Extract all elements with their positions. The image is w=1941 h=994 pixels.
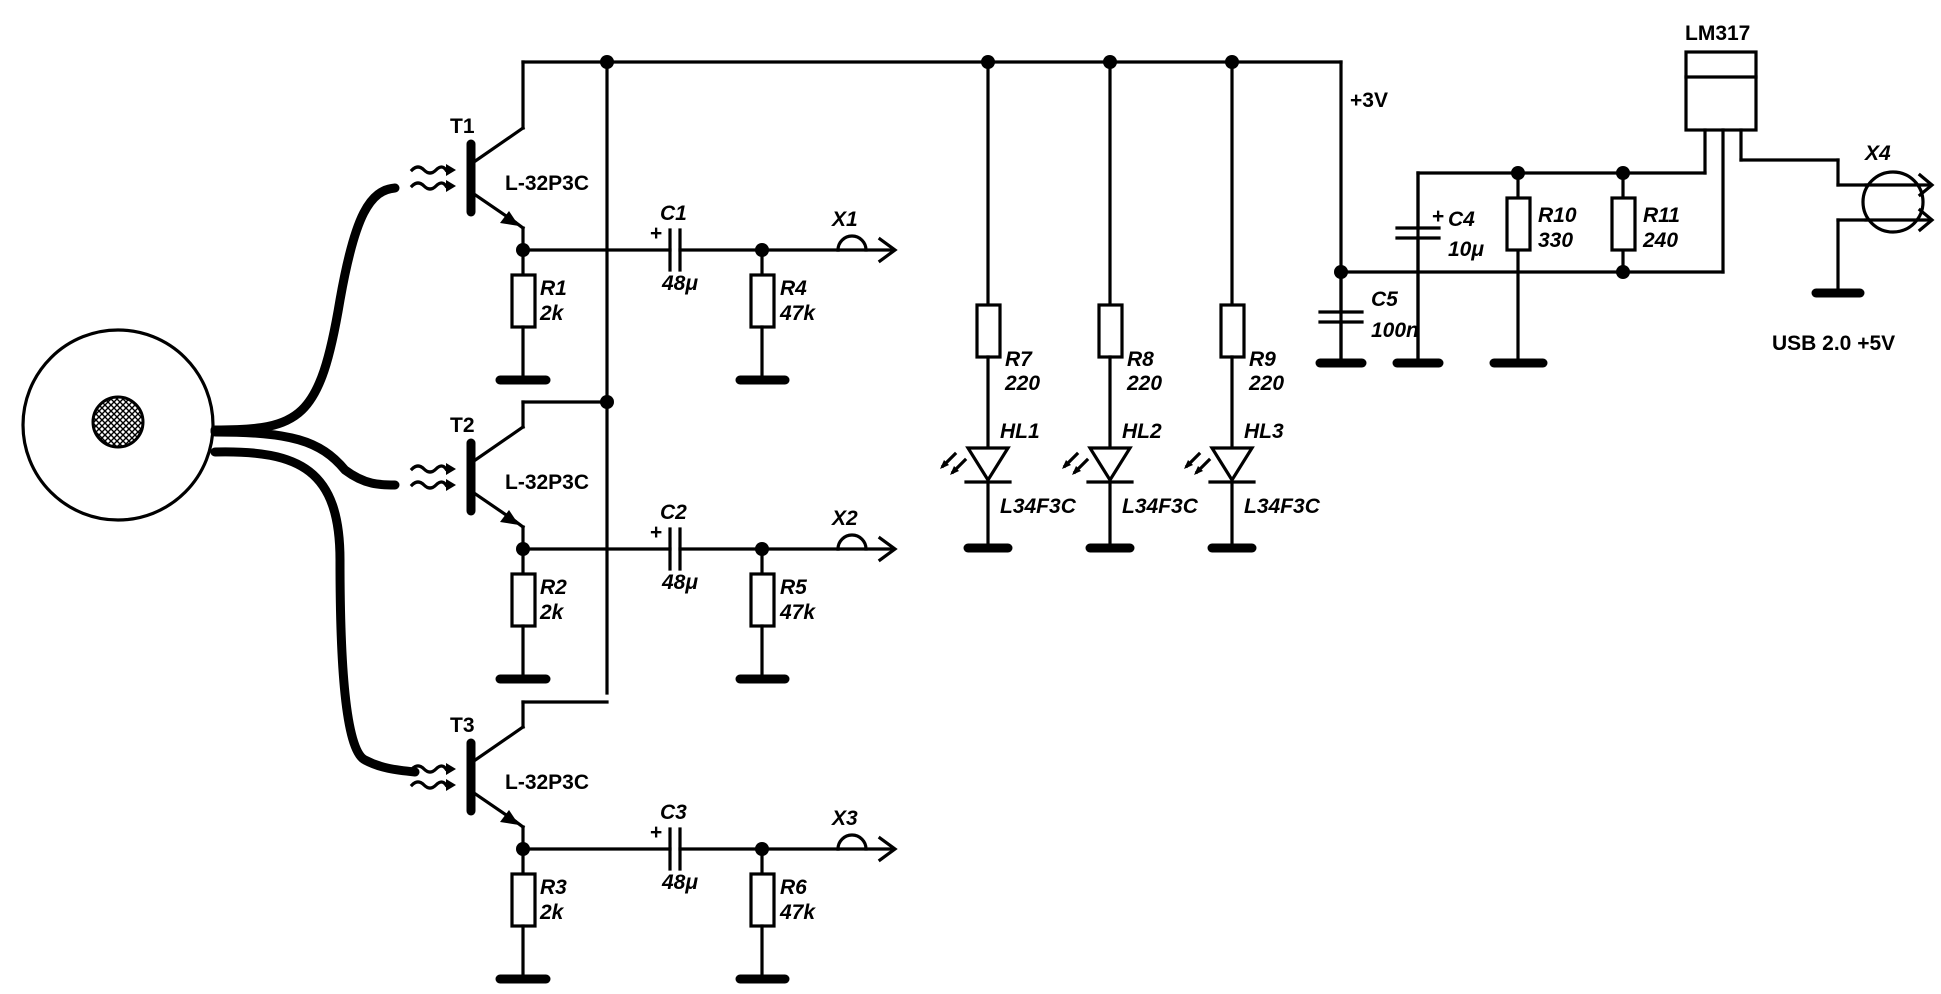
usb-connector-x4: X4 xyxy=(1811,142,1935,298)
svg-text:+: + xyxy=(650,521,662,544)
resistor-r10: R10 330 xyxy=(1489,196,1577,368)
sensor-disc xyxy=(21,328,215,522)
resistor-r8 xyxy=(1097,303,1124,359)
svg-text:X4: X4 xyxy=(1864,142,1891,165)
svg-text:220: 220 xyxy=(1248,372,1284,395)
svg-text:+: + xyxy=(1432,205,1444,228)
supply-rail xyxy=(521,60,1343,695)
svg-text:R5: R5 xyxy=(780,576,807,599)
t-part-label: L-32P3C xyxy=(505,172,589,195)
capacitor-c5: C5 100n xyxy=(1315,270,1419,368)
connector-x2: X2 xyxy=(831,507,898,563)
svg-text:330: 330 xyxy=(1538,229,1573,252)
svg-text:R7: R7 xyxy=(1005,348,1033,371)
svg-text:X3: X3 xyxy=(831,807,858,830)
svg-text:100n: 100n xyxy=(1371,319,1419,342)
svg-text:10μ: 10μ xyxy=(1448,238,1484,261)
capacitor-c2: +C2 48μ xyxy=(650,501,698,594)
svg-text:R2: R2 xyxy=(540,576,567,599)
svg-text:C2: C2 xyxy=(660,501,687,524)
regulator-section: LM317 C5 100n + C4 10μ R10 xyxy=(1315,22,1935,368)
capacitor-c3: +C3 48μ xyxy=(650,801,698,894)
svg-text:48μ: 48μ xyxy=(661,272,698,295)
svg-text:R8: R8 xyxy=(1127,348,1154,371)
svg-text:48μ: 48μ xyxy=(661,571,698,594)
led-branches: R7220HL1L34F3CR8220HL2L34F3CR9220HL3L34F… xyxy=(940,55,1321,553)
t-ref-label: T1 xyxy=(450,115,475,138)
svg-text:47k: 47k xyxy=(779,901,816,924)
svg-text:C5: C5 xyxy=(1371,288,1398,311)
optical-fibers xyxy=(210,183,420,777)
svg-text:HL1: HL1 xyxy=(1000,420,1040,443)
transistor-t3: T3L-32P3C xyxy=(409,700,609,851)
resistor-r11: R11 240 xyxy=(1610,196,1680,252)
connector-x1: X1 xyxy=(831,208,898,264)
svg-text:2k: 2k xyxy=(539,901,565,924)
svg-text:R4: R4 xyxy=(780,277,807,300)
svg-text:C3: C3 xyxy=(660,801,687,824)
resistor-r9 xyxy=(1219,303,1246,359)
svg-text:240: 240 xyxy=(1642,229,1678,252)
t-ref-label: T3 xyxy=(450,714,475,737)
svg-text:L34F3C: L34F3C xyxy=(1122,495,1199,518)
svg-text:L34F3C: L34F3C xyxy=(1244,495,1321,518)
transistor-t2: T2L-32P3C xyxy=(409,400,609,551)
svg-text:R9: R9 xyxy=(1249,348,1276,371)
transistor-t1: T1L-32P3C xyxy=(409,60,589,252)
svg-text:220: 220 xyxy=(1004,372,1040,395)
svg-text:R3: R3 xyxy=(540,876,567,899)
resistor-r7 xyxy=(975,303,1002,359)
svg-text:2k: 2k xyxy=(539,601,565,624)
svg-text:HL3: HL3 xyxy=(1244,420,1284,443)
svg-text:220: 220 xyxy=(1126,372,1162,395)
t-ref-label: T2 xyxy=(450,414,475,437)
svg-text:C4: C4 xyxy=(1448,208,1475,231)
usb-label: USB 2.0 +5V xyxy=(1772,332,1895,355)
svg-text:L34F3C: L34F3C xyxy=(1000,495,1077,518)
regulator-label: LM317 xyxy=(1685,22,1750,45)
svg-text:X2: X2 xyxy=(831,507,858,530)
capacitor-c4: + C4 10μ xyxy=(1392,171,1484,368)
lm317-regulator: LM317 xyxy=(1684,22,1868,274)
t-part-label: L-32P3C xyxy=(505,771,589,794)
svg-text:R10: R10 xyxy=(1538,204,1577,227)
svg-text:R1: R1 xyxy=(540,277,567,300)
svg-text:47k: 47k xyxy=(779,601,816,624)
svg-text:2k: 2k xyxy=(539,302,565,325)
svg-text:+: + xyxy=(650,821,662,844)
connector-x3: X3 xyxy=(831,807,898,863)
t-part-label: L-32P3C xyxy=(505,471,589,494)
svg-text:X1: X1 xyxy=(831,208,858,231)
svg-text:48μ: 48μ xyxy=(661,871,698,894)
supply-voltage-label: +3V xyxy=(1350,89,1388,112)
svg-text:C1: C1 xyxy=(660,202,687,225)
svg-text:R11: R11 xyxy=(1643,204,1680,227)
svg-text:R6: R6 xyxy=(780,876,807,899)
svg-text:HL2: HL2 xyxy=(1122,420,1162,443)
svg-text:47k: 47k xyxy=(779,302,816,325)
svg-text:+: + xyxy=(650,222,662,245)
